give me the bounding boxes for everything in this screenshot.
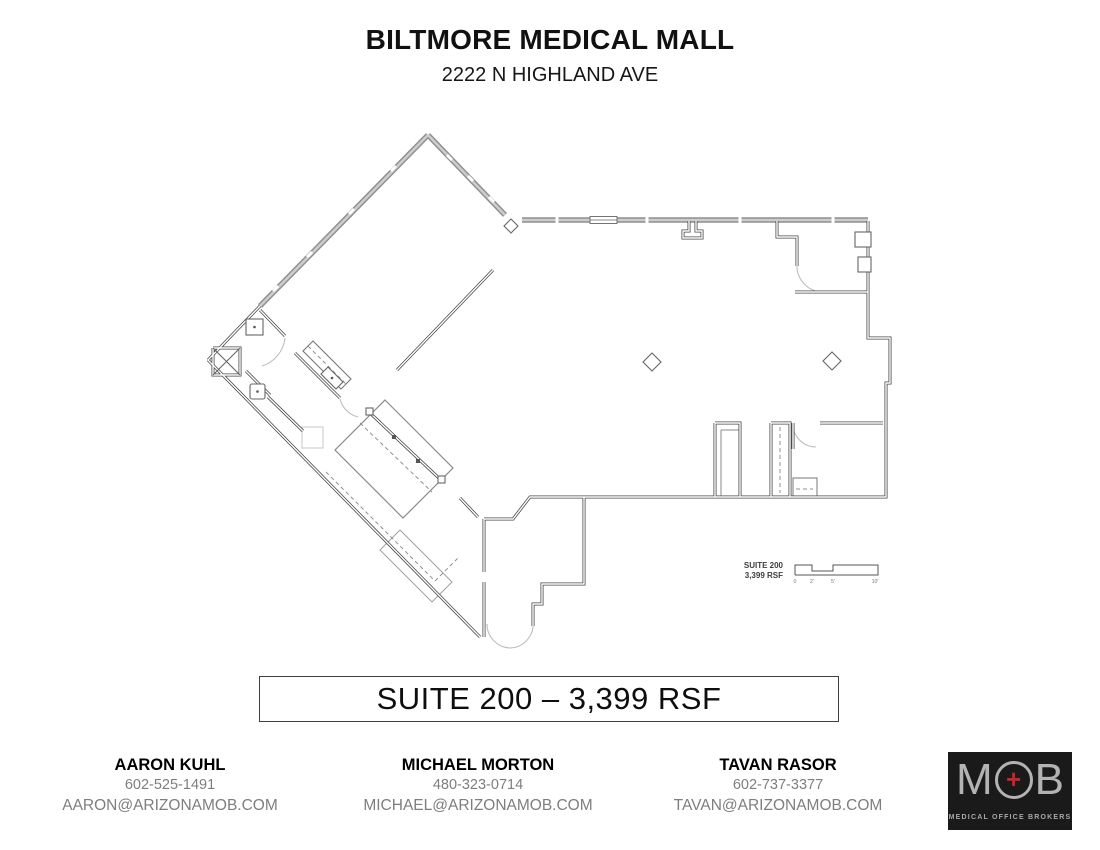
- plus-icon: +: [1006, 764, 1022, 794]
- contact-email: MICHAEL@ARIZONAMOB.COM: [363, 797, 593, 814]
- logo-letter-m: M: [955, 755, 993, 804]
- column-diamond: [642, 352, 662, 372]
- floor-plan: SUITE 200 3,399 RSF 0 2' 5' 10': [200, 120, 900, 650]
- floor-plan-drawing: SUITE 200 3,399 RSF 0 2' 5' 10': [206, 120, 892, 649]
- fixture-dots: [253, 325, 420, 463]
- contact-name: TAVAN RASOR: [719, 756, 837, 774]
- scale-bar: 0 2' 5' 10': [794, 564, 879, 585]
- contact-name: MICHAEL MORTON: [401, 756, 555, 774]
- logo-o-circle: +: [994, 761, 1033, 799]
- plan-suite-label: SUITE 200: [744, 561, 784, 570]
- dashed-casework: [307, 345, 813, 582]
- contact-email: TAVAN@ARIZONAMOB.COM: [673, 797, 883, 814]
- page-address: 2222 N HIGHLAND AVE: [441, 64, 659, 86]
- contact-name: AARON KUHL: [114, 756, 226, 774]
- contact-card: MICHAEL MORTON 480-323-0714 MICHAEL@ARIZ…: [318, 755, 638, 816]
- logo-letter-b: B: [1034, 755, 1064, 804]
- column-diamond: [822, 351, 842, 371]
- scale-tick: 5': [831, 579, 835, 585]
- contact-phone: 602-737-3377: [732, 777, 824, 793]
- plan-rsf-label: 3,399 RSF: [745, 571, 783, 580]
- wall-jog-diamond: [503, 218, 519, 234]
- contact-card: TAVAN RASOR 602-737-3377 TAVAN@ARIZONAMO…: [618, 755, 938, 816]
- suite-banner: SUITE 200 – 3,399 RSF: [259, 676, 839, 722]
- contact-phone: 480-323-0714: [432, 777, 524, 793]
- scale-tick: 2': [810, 579, 814, 585]
- window-walls: [260, 135, 868, 306]
- scale-tick: 0: [794, 579, 797, 585]
- contact-card: AARON KUHL 602-525-1491 AARON@ARIZONAMOB…: [10, 755, 330, 816]
- interior-walls: [206, 219, 892, 639]
- scale-tick: 10': [872, 579, 879, 585]
- contact-phone: 602-525-1491: [124, 777, 216, 793]
- logo-tagline: MEDICAL OFFICE BROKERS: [948, 814, 1072, 821]
- mob-logo-letters: M + B: [948, 758, 1072, 802]
- page-title: BILTMORE MEDICAL MALL: [365, 24, 735, 55]
- mob-logo: M + B MEDICAL OFFICE BROKERS: [948, 752, 1072, 830]
- plan-label: SUITE 200 3,399 RSF: [744, 561, 784, 580]
- contact-email: AARON@ARIZONAMOB.COM: [62, 797, 278, 814]
